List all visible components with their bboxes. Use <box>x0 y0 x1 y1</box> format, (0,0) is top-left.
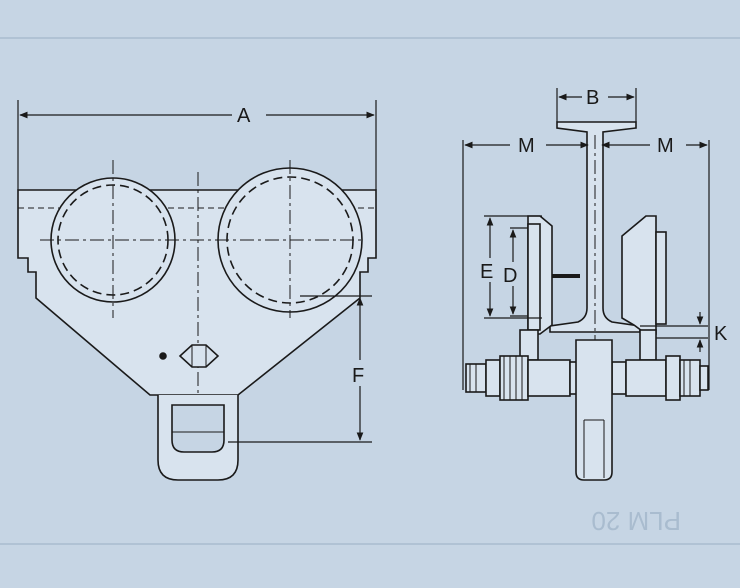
label-d: D <box>503 265 517 287</box>
side-view <box>462 88 710 481</box>
label-m-right: M <box>657 135 674 157</box>
front-view <box>17 100 377 481</box>
hex-nut-icon <box>159 344 220 368</box>
dimension-f <box>228 295 372 443</box>
cross-shaft <box>465 329 709 401</box>
dimension-a <box>17 100 377 190</box>
label-m-left: M <box>518 135 535 157</box>
label-e: E <box>480 261 493 283</box>
hook-eye <box>157 395 239 481</box>
dimension-d <box>509 227 528 317</box>
hanger-plate <box>575 339 613 481</box>
dimension-b <box>556 88 637 122</box>
label-a: A <box>237 105 251 127</box>
dimension-e <box>484 215 542 319</box>
dimension-m <box>462 140 710 390</box>
label-k: K <box>714 323 728 345</box>
label-f: F <box>352 365 364 387</box>
side-left-wheel <box>527 215 580 335</box>
watermark-text: PLM 20 <box>591 506 681 536</box>
label-b: B <box>586 87 599 109</box>
side-right-wheel <box>621 215 667 335</box>
